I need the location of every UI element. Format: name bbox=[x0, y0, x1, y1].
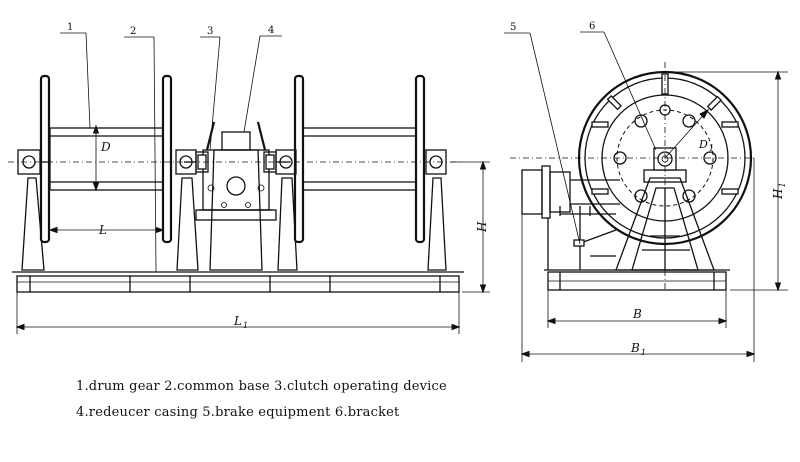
dim-L1: L1 bbox=[15, 292, 461, 334]
dim-label-L1: L1 bbox=[233, 314, 248, 330]
dim-label-H1: H1 bbox=[771, 182, 787, 200]
callout-4: 4 bbox=[268, 25, 274, 36]
callout-2: 2 bbox=[130, 26, 136, 37]
left-drum bbox=[39, 74, 173, 244]
callout-3: 3 bbox=[207, 26, 213, 37]
dim-B: B bbox=[546, 290, 728, 328]
dim-label-B: B bbox=[632, 307, 642, 321]
legend-line-2: 4.redeucer casing 5.brake equipment 6.br… bbox=[76, 405, 400, 420]
side-callouts: 5 6 bbox=[504, 21, 657, 245]
dim-D1: D1 bbox=[664, 108, 714, 159]
clutch-operating-device bbox=[184, 121, 290, 173]
dim-label-L: L bbox=[98, 223, 107, 237]
callout-5: 5 bbox=[510, 22, 516, 33]
callout-6: 6 bbox=[589, 21, 595, 32]
dim-label-B1: B1 bbox=[630, 341, 646, 357]
callout-1: 1 bbox=[67, 22, 73, 33]
dim-B1: B1 bbox=[520, 158, 756, 362]
legend-line-1: 1.drum gear 2.common base 3.clutch opera… bbox=[76, 379, 447, 394]
dim-label-D: D bbox=[100, 140, 111, 154]
right-drum bbox=[293, 74, 426, 244]
reducer-casing bbox=[195, 131, 277, 271]
side-base bbox=[544, 269, 730, 291]
front-callouts: 1 2 3 4 bbox=[60, 22, 282, 273]
side-view: D1 H1 B B1 bbox=[504, 21, 788, 362]
dim-D: D bbox=[92, 124, 111, 192]
dim-L: L bbox=[48, 223, 165, 237]
front-view: D L H L1 bbox=[8, 22, 490, 334]
dim-label-H: H bbox=[475, 221, 489, 233]
dim-label-D1: D1 bbox=[698, 138, 714, 153]
common-base bbox=[12, 271, 464, 293]
brake-equipment bbox=[521, 165, 620, 270]
dim-H: H bbox=[450, 160, 490, 294]
dim-H1: H1 bbox=[668, 70, 788, 292]
